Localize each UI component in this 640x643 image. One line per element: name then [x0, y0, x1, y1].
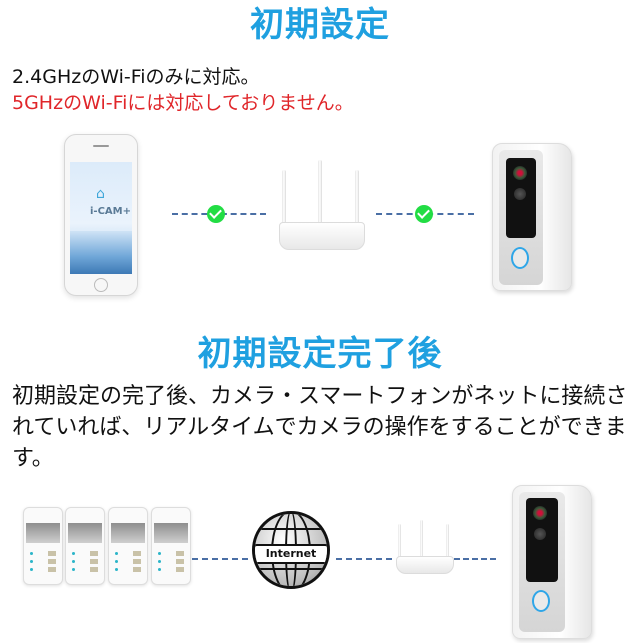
- wifi-5ghz-warning: 5GHzのWi-Fiには対応しておりません。: [12, 92, 354, 114]
- app-name-label: i-CAM+: [90, 206, 131, 217]
- internet-label: Internet: [255, 544, 327, 564]
- initial-setup-title: 初期設定: [250, 5, 390, 45]
- smartphone-icon: ⌂ i-CAM+: [64, 134, 138, 296]
- after-setup-title: 初期設定完了後: [197, 334, 443, 374]
- connection-line: [192, 558, 248, 560]
- internet-globe-icon: Internet: [252, 511, 330, 589]
- connection-line: [454, 558, 496, 560]
- wifi-support-note: 2.4GHzのWi-Fiのみに対応。: [12, 66, 260, 88]
- home-camera-icon: ⌂: [96, 186, 105, 202]
- connection-line: [336, 558, 392, 560]
- check-icon: [207, 205, 225, 223]
- after-setup-description: 初期設定の完了後、カメラ・スマートフォンがネットに接続されていれば、リアルタイム…: [12, 384, 628, 471]
- check-icon: [415, 205, 433, 223]
